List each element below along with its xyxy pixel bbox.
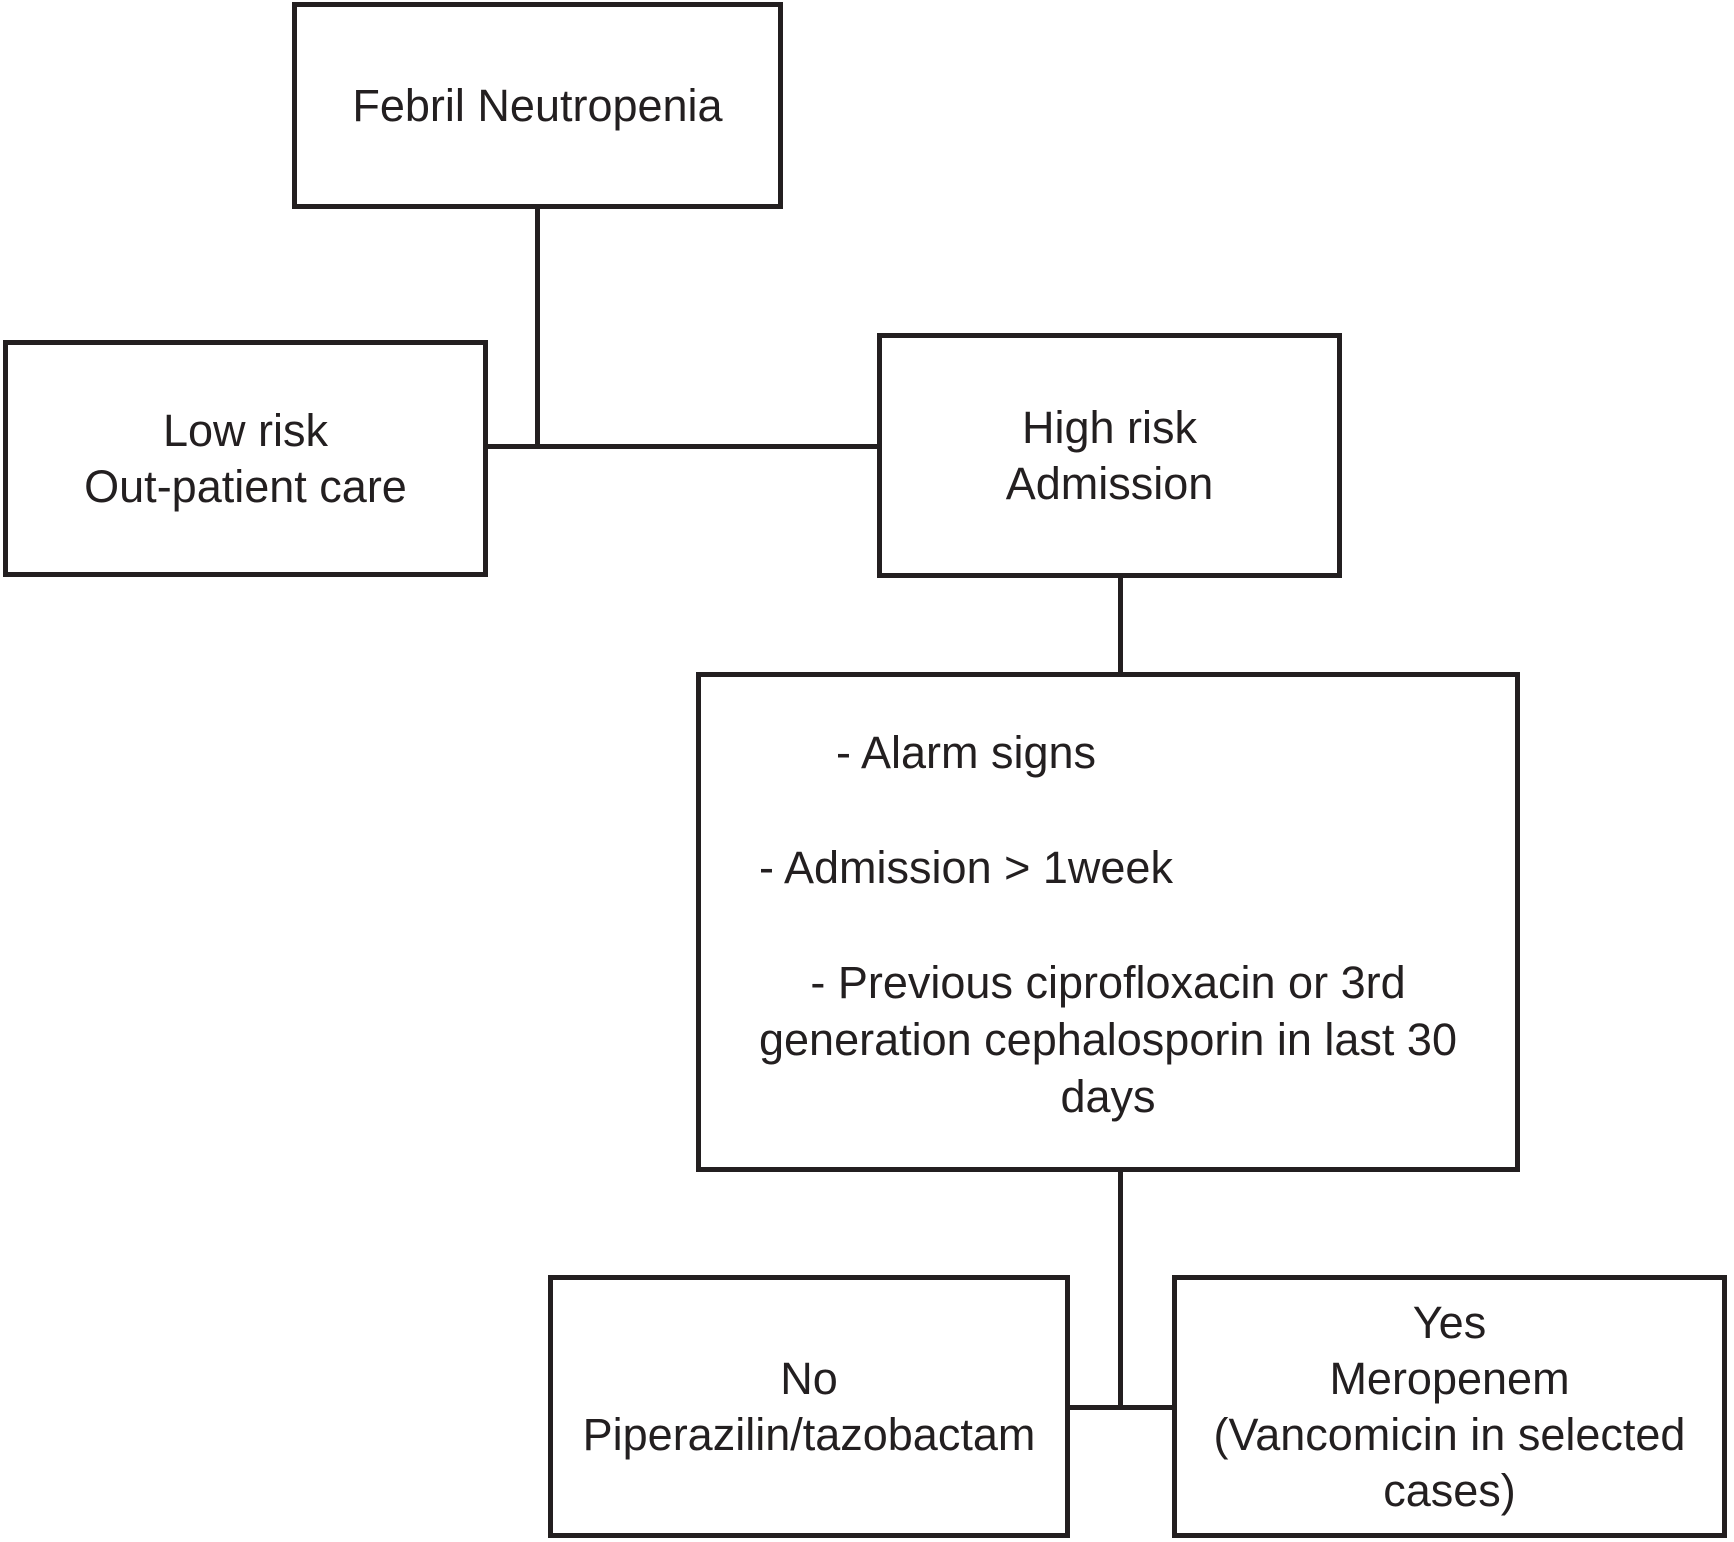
node-low-risk: Low risk Out-patient care [3,340,488,577]
yes-branch-line: (Vancomicin in selected cases) [1213,1408,1686,1516]
node-no-piperazilin-tazobactam: No Piperazilin/tazobactam [548,1275,1070,1538]
high-risk-line: High risk [1021,401,1198,453]
node-yes-meropenem: Yes Meropenem (Vancomicin in selected ca… [1172,1275,1727,1538]
criteria-bullet-alarm-signs: - Alarm signs [835,727,1097,778]
high-risk-line: Admission [1005,457,1214,509]
yes-branch-line: Yes [1412,1296,1487,1348]
criteria-bullet-admission: - Admission > 1week [759,842,1173,893]
no-branch-line: Piperazilin/tazobactam [582,1408,1036,1460]
node-febrile-neutropenia: Febril Neutropenia [292,2,783,209]
low-risk-line: Out-patient care [84,460,407,512]
criteria-bullet-previous-antibiotics: - Previous ciprofloxacin or 3rd generati… [759,957,1457,1122]
connector-febrile-to-branch [535,209,540,447]
node-risk-criteria: - Alarm signs - Admission > 1week - Prev… [696,672,1520,1172]
node-high-risk: High risk Admission [877,333,1342,578]
connector-highrisk-to-criteria [1118,578,1123,677]
node-febrile-label: Febril Neutropenia [352,79,723,131]
connector-no-to-yes [1070,1405,1172,1410]
low-risk-line: Low risk [162,404,329,456]
connector-lowrisk-to-highrisk [488,444,877,449]
yes-branch-line: Meropenem [1329,1352,1570,1404]
connector-criteria-to-decision [1118,1172,1123,1410]
no-branch-line: No [780,1352,838,1404]
